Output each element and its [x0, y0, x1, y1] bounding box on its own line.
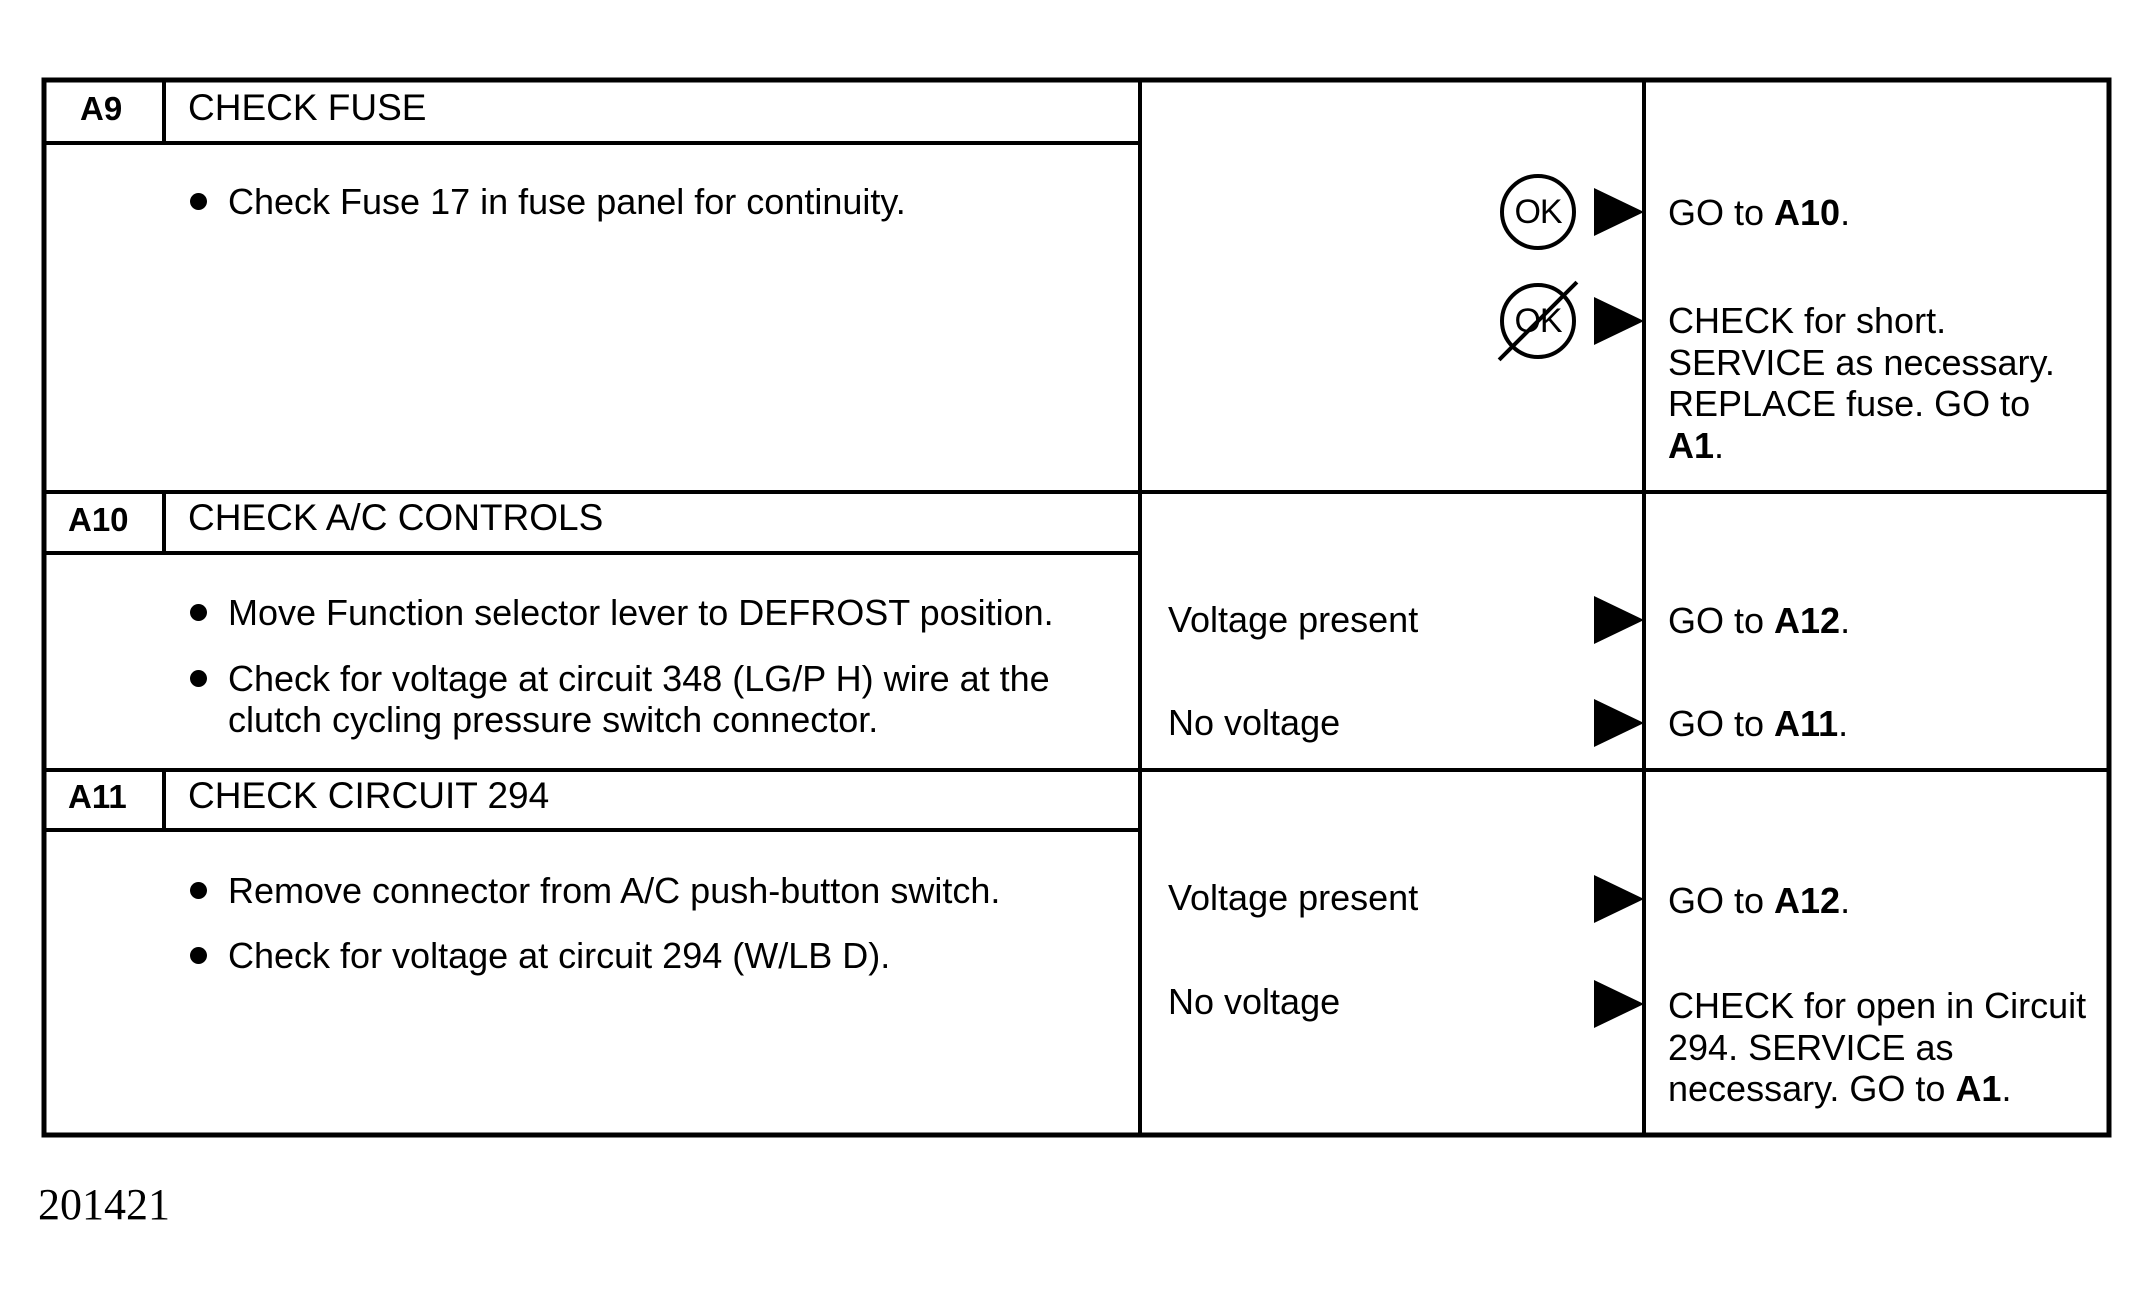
- step-a10-result-2-action: GO to A11.: [1668, 703, 1849, 744]
- step-a9-result-2-action: CHECK for short. SERVICE as necessary. R…: [1668, 300, 2055, 466]
- bullet-icon: [190, 882, 207, 899]
- step-a10-bullet-2: Check for voltage at circuit 348 (LG/P H…: [228, 658, 1050, 699]
- step-a11-result-1-action: GO to A12.: [1668, 880, 1851, 921]
- ok-badge-icon: OK: [1500, 174, 1576, 250]
- step-a10-result-2-condition: No voltage: [1168, 702, 1341, 743]
- step-a10-result-1-action: GO to A12.: [1668, 600, 1851, 641]
- step-a11-result-1-condition: Voltage present: [1168, 877, 1419, 918]
- step-title-a11: CHECK CIRCUIT 294: [188, 775, 550, 816]
- bullet-icon: [190, 670, 207, 687]
- step-a11-bullet-1: Remove connector from A/C push-button sw…: [228, 870, 1001, 911]
- arrow-right-icon: [1594, 699, 1644, 747]
- arrow-right-icon: [1594, 875, 1644, 923]
- step-a11-result-2-action: CHECK for open in Circuit 294. SERVICE a…: [1668, 985, 2087, 1109]
- step-a9-result-1-action: GO to A10.: [1668, 192, 1851, 233]
- step-a11-result-2-condition: No voltage: [1168, 981, 1341, 1022]
- bullet-icon: [190, 604, 207, 621]
- bullet-icon: [190, 947, 207, 964]
- bullet-icon: [190, 193, 207, 210]
- step-a9-bullet-1: Check Fuse 17 in fuse panel for continui…: [228, 181, 906, 222]
- arrow-right-icon: [1594, 596, 1644, 644]
- document-number: 201421: [38, 1180, 170, 1229]
- arrow-right-icon: [1594, 188, 1644, 236]
- step-title-a9: CHECK FUSE: [188, 87, 427, 128]
- step-a10-bullet-2-cont: clutch cycling pressure switch connector…: [228, 699, 879, 740]
- ok-badge-label: OK: [1514, 192, 1562, 231]
- step-a10-result-1-condition: Voltage present: [1168, 599, 1419, 640]
- step-a11-bullet-2: Check for voltage at circuit 294 (W/LB D…: [228, 935, 891, 976]
- arrow-right-icon: [1594, 980, 1644, 1028]
- step-id-a11: A11: [68, 778, 127, 815]
- step-title-a10: CHECK A/C CONTROLS: [188, 497, 604, 538]
- step-id-a9: A9: [80, 90, 123, 127]
- step-a10-bullet-1: Move Function selector lever to DEFROST …: [228, 592, 1054, 633]
- arrow-right-icon: [1594, 297, 1644, 345]
- step-id-a10: A10: [68, 501, 129, 538]
